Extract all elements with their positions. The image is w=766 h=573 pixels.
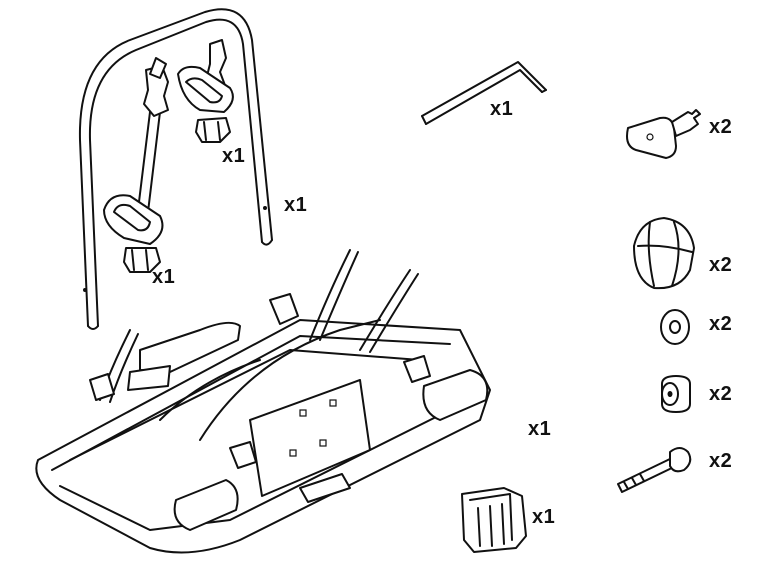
qty-wheel-holder-short: x1 [222,145,246,167]
lock-key-drawing [626,109,701,159]
wheel-holder-short-drawing [177,39,234,143]
qty-spacer: x2 [709,383,733,405]
qty-bracket-clip: x1 [532,506,556,528]
allen-key-drawing [421,61,547,125]
qty-washer: x2 [709,313,733,335]
spacer-drawing [661,375,691,413]
bracket-clip-drawing [461,487,527,553]
qty-frame-arch: x1 [284,194,308,216]
qty-lock-key: x2 [709,116,733,138]
bolt-drawing [617,447,692,493]
carrier-base-drawing [35,249,491,554]
qty-knob: x2 [709,254,733,276]
qty-allen-key: x1 [490,98,514,120]
frame-arch-drawing [78,8,273,330]
washer-drawing [660,309,690,345]
wheel-holder-long-drawing [103,57,169,273]
qty-bolt: x2 [709,450,733,472]
knob-drawing [633,217,695,290]
qty-carrier-base: x1 [528,418,552,440]
qty-wheel-holder-long: x1 [152,266,176,288]
